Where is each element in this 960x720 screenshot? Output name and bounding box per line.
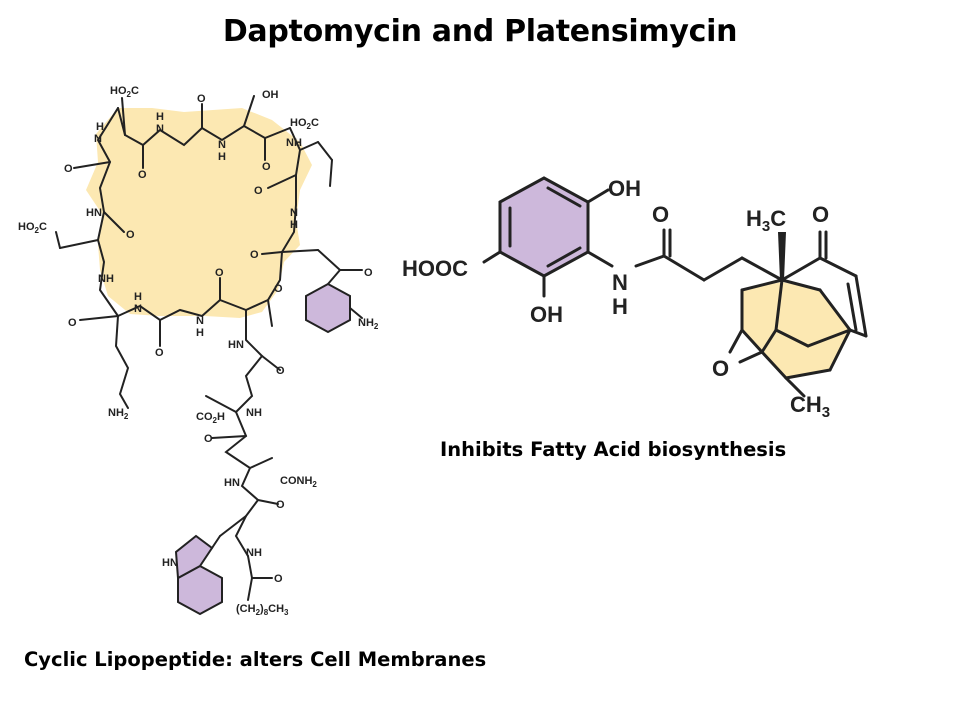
svg-text:N: N (612, 270, 628, 295)
svg-text:NH2: NH2 (108, 407, 129, 421)
svg-text:NH: NH (286, 137, 302, 149)
svg-text:N: N (196, 315, 204, 327)
platensimycin-bonds (482, 186, 828, 298)
svg-text:HN: HN (224, 477, 240, 489)
svg-text:O: O (254, 185, 263, 197)
svg-text:H: H (156, 111, 164, 123)
svg-text:HN: HN (162, 557, 178, 569)
platensimycin-structure: OH OH HOOC N H O O H3C CH3 O (402, 176, 868, 421)
platensimycin-atom-labels: OH OH HOOC N H O O H3C CH3 O (402, 176, 830, 421)
svg-text:CH3: CH3 (790, 392, 830, 421)
svg-text:O: O (276, 365, 285, 377)
svg-text:HN: HN (228, 339, 244, 351)
svg-text:O: O (126, 229, 135, 241)
svg-text:NH2: NH2 (358, 317, 379, 331)
svg-text:O: O (215, 267, 224, 279)
svg-text:H: H (612, 294, 628, 319)
cage-fill (742, 282, 850, 378)
svg-text:O: O (276, 499, 285, 511)
svg-text:NH: NH (246, 547, 262, 559)
cage-bonds (728, 256, 868, 398)
svg-text:H: H (96, 121, 104, 133)
svg-text:N: N (218, 139, 226, 151)
aniline-ring (305, 282, 351, 334)
tail-peptide-bonds (205, 309, 281, 601)
svg-text:N: N (156, 123, 164, 135)
svg-text:O: O (68, 317, 77, 329)
svg-text:H: H (134, 291, 142, 303)
svg-text:HO2C: HO2C (18, 221, 47, 235)
svg-text:O: O (204, 433, 213, 445)
indole-pyrrole-ring (174, 534, 214, 580)
svg-text:O: O (250, 249, 259, 261)
svg-text:HO2C: HO2C (290, 117, 319, 131)
svg-text:O: O (274, 573, 283, 585)
svg-text:O: O (155, 347, 164, 359)
svg-text:O: O (364, 267, 373, 279)
svg-text:HOOC: HOOC (402, 256, 468, 281)
svg-text:O: O (812, 202, 829, 227)
svg-text:H: H (290, 219, 298, 231)
svg-text:O: O (138, 169, 147, 181)
svg-text:CONH2: CONH2 (280, 475, 317, 489)
svg-text:O: O (64, 163, 73, 175)
stereo-wedge (778, 232, 786, 280)
svg-text:N: N (290, 207, 298, 219)
svg-text:O: O (197, 93, 206, 105)
svg-text:O: O (262, 161, 271, 173)
svg-text:OH: OH (530, 302, 563, 327)
platensimycin-caption: Inhibits Fatty Acid biosynthesis (440, 438, 787, 461)
svg-text:HN: HN (86, 207, 102, 219)
slide-title: Daptomycin and Platensimycin (222, 14, 738, 49)
svg-text:CO2H: CO2H (196, 411, 225, 425)
svg-text:NH: NH (246, 407, 262, 419)
svg-text:H3C: H3C (746, 206, 786, 235)
benzoic-acid-ring (498, 176, 590, 278)
svg-text:O: O (652, 202, 669, 227)
daptomycin-structure: HO2C OH HO2C HO2C NH2 NH2 CO2H CONH2 (CH… (18, 85, 379, 617)
svg-text:H: H (196, 327, 204, 339)
svg-text:N: N (94, 133, 102, 145)
svg-text:H: H (218, 151, 226, 163)
daptomycin-atom-labels: HO2C OH HO2C HO2C NH2 NH2 CO2H CONH2 (CH… (18, 85, 379, 617)
svg-text:O: O (712, 356, 729, 381)
svg-text:HO2C: HO2C (110, 85, 139, 99)
svg-text:OH: OH (608, 176, 641, 201)
daptomycin-caption: Cyclic Lipopeptide: alters Cell Membrane… (24, 648, 487, 671)
svg-text:NH: NH (98, 273, 114, 285)
svg-text:OH: OH (262, 89, 279, 101)
svg-text:N: N (134, 303, 142, 315)
svg-text:(CH2)8CH3: (CH2)8CH3 (236, 603, 289, 617)
svg-text:O: O (274, 283, 283, 295)
macrocycle-bonds (55, 95, 363, 347)
